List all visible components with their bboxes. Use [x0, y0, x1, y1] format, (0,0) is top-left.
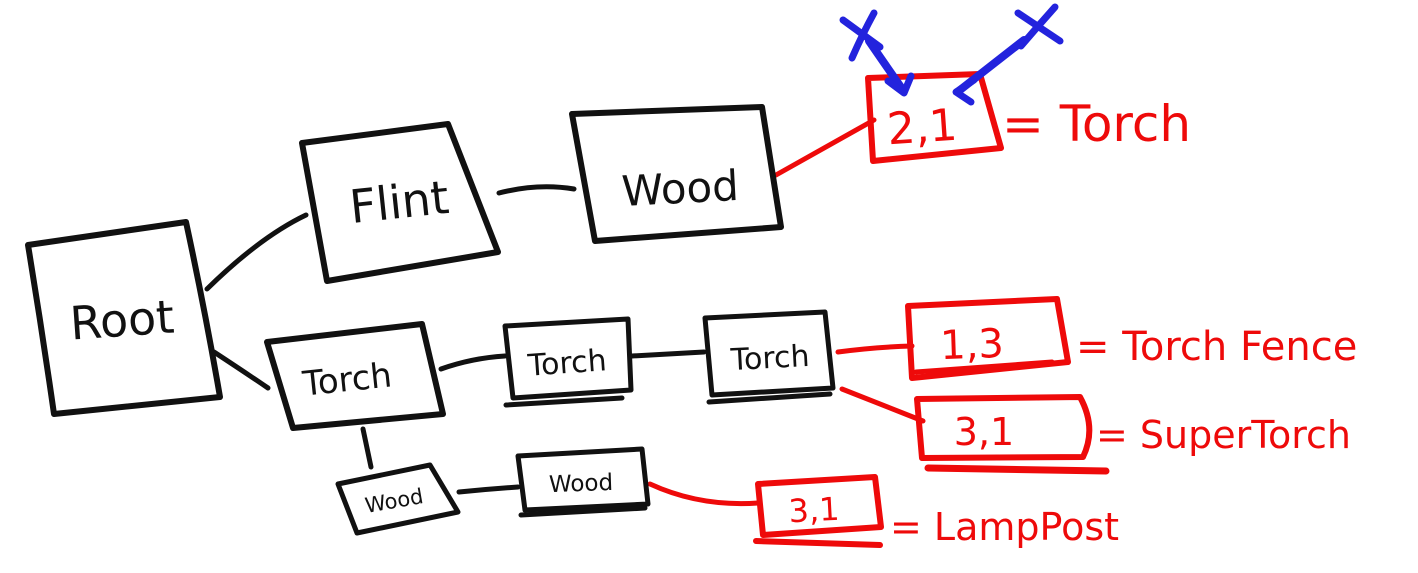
arrow-left-head — [884, 72, 915, 97]
node-label-wood2: Wood — [549, 470, 614, 498]
edge-torch1-torch2 — [438, 353, 508, 372]
node-labels: Root Flint Wood Torch Torch Torch Wood W… — [68, 161, 810, 518]
node-box-torch3 — [702, 309, 836, 398]
node-box-root — [25, 219, 223, 417]
node-box-wood-top — [569, 104, 784, 244]
edge-flint-wood — [496, 184, 577, 196]
node-label-torch2: Torch — [526, 343, 608, 383]
edge-root-flint — [204, 212, 309, 292]
edge-torch1-wood1 — [360, 426, 374, 470]
node-box-wood2 — [515, 446, 651, 513]
edges-red — [647, 117, 926, 507]
node-label-wood1: Wood — [363, 484, 425, 518]
x-mark-left-stroke2 — [848, 9, 878, 62]
node-box-torch3-underline — [706, 391, 833, 405]
arrow-right-head — [952, 76, 978, 106]
recipe-result-supertorch: = SuperTorch — [1096, 413, 1351, 457]
node-box-wood2-underline — [518, 505, 648, 518]
recipe-result-torch: = Torch — [1002, 95, 1191, 153]
result-box-torch — [865, 71, 1004, 164]
node-label-flint: Flint — [347, 170, 451, 234]
arrow-icon-left — [865, 37, 915, 97]
blue-annotations — [839, 3, 1064, 106]
edge-wood-torchresult — [773, 117, 877, 178]
node-label-torch1: Torch — [300, 355, 394, 404]
result-boxes — [753, 71, 1110, 548]
node-box-torch1 — [264, 321, 446, 431]
edge-torch3-torchfence — [835, 343, 915, 355]
node-box-wood1 — [335, 462, 461, 536]
node-boxes — [25, 104, 836, 536]
node-label-root: Root — [68, 289, 176, 350]
recipe-cell-torch: 2,1 — [885, 100, 958, 156]
result-box-torchfence — [905, 296, 1071, 381]
edge-torch2-torch3 — [629, 349, 707, 359]
edge-wood2-lamppost — [647, 481, 761, 507]
result-box-supertorch — [914, 394, 1093, 461]
result-box-lamppost — [755, 474, 884, 538]
node-box-flint — [299, 121, 501, 284]
arrow-icon-right — [952, 36, 1028, 106]
recipe-cell-torchfence: 1,3 — [939, 321, 1004, 369]
node-label-wood-top: Wood — [620, 161, 740, 216]
arrow-left-shaft — [865, 37, 907, 94]
result-box-torchfence-underline — [913, 359, 1055, 375]
edge-wood1-wood2 — [456, 484, 521, 495]
node-box-torch2 — [502, 316, 634, 401]
edge-root-torch — [211, 349, 271, 391]
result-box-lamppost-underline — [753, 538, 883, 548]
recipe-result-lamppost: = LampPost — [890, 505, 1119, 549]
recipe-labels: 2,1 = Torch 1,3 = Torch Fence 3,1 = Supe… — [788, 95, 1358, 549]
result-box-supertorch-underline — [924, 464, 1110, 475]
node-label-torch3: Torch — [729, 339, 810, 378]
edges-black — [204, 184, 707, 495]
node-box-torch2-underline — [503, 395, 625, 408]
recipe-result-torchfence: = Torch Fence — [1076, 324, 1357, 370]
recipe-cell-lamppost: 3,1 — [788, 490, 841, 531]
recipe-cell-supertorch: 3,1 — [954, 410, 1014, 454]
edge-torch3-supertorch — [839, 386, 926, 424]
